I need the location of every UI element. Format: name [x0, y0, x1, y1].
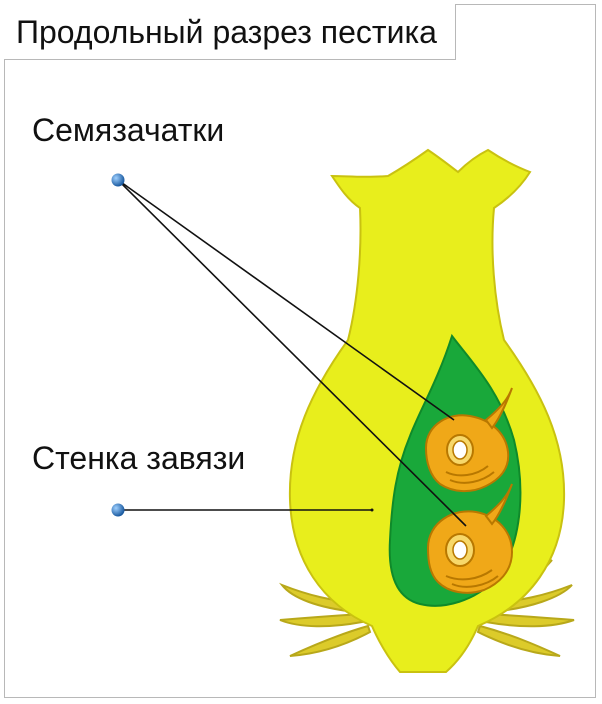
leader-ovule-upper	[117, 179, 455, 421]
leader-ovule-lower	[117, 179, 467, 527]
leader-lines	[117, 179, 467, 527]
label-ovules: Семязачатки	[32, 112, 225, 148]
label-dot-ovary-wall	[111, 503, 125, 517]
label-dot-ovules	[111, 173, 125, 187]
label-ovary-wall: Стенка завязи	[32, 440, 246, 476]
title-box: Продольный разрез пестика	[4, 4, 456, 60]
leader-end-ovary-wall	[370, 508, 374, 512]
ovule-upper	[424, 387, 513, 492]
ovule-lower	[426, 483, 514, 594]
diagram-title: Продольный разрез пестика	[16, 14, 437, 50]
